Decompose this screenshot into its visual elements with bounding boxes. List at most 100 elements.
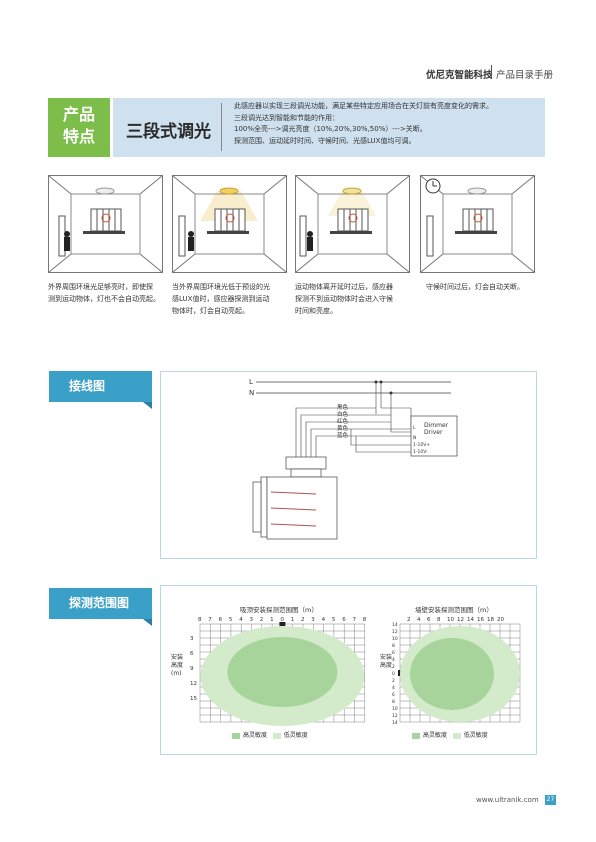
x-tick-label: 2 xyxy=(301,617,305,623)
line-L-label: L xyxy=(249,378,253,386)
catalog-title: 产品目录手册 xyxy=(496,70,554,81)
scene-3-caption: 运动物体离开延时过后，感应器 探测不到运动物体时会进入守候 时间和亮度。 xyxy=(295,281,393,317)
ceiling-light-icon xyxy=(467,187,487,195)
tab-fold xyxy=(143,402,152,409)
scene-2-illustration xyxy=(172,175,287,273)
x-tick-label: 3 xyxy=(250,617,254,623)
wire-label: 红色 xyxy=(337,417,349,425)
x-tick-label: 4 xyxy=(417,617,421,623)
x-tick-label: 3 xyxy=(311,617,315,623)
x-tick-label: 0 xyxy=(280,617,284,623)
caption-line: 感LUX值时，感应器探测到运动 xyxy=(172,295,270,303)
ylabel: (m) xyxy=(171,670,182,677)
y-tick-label: 6 xyxy=(190,651,194,657)
scene-2-caption: 当外界周围环境光低于预设的光 感LUX值时，感应器探测到运动 物体时，灯会自动亮… xyxy=(172,281,270,317)
caption-line: 运动物体离开延时过后，感应器 xyxy=(295,283,393,291)
legend-ceiling: 高灵敏度 低灵敏度 xyxy=(232,730,308,739)
feature-desc-line: 100%全亮--->调光亮度（10%,20%,30%,50%）--->关断。 xyxy=(234,125,427,133)
line-N-label: N xyxy=(249,389,254,397)
feature-title: 三段式调光 xyxy=(126,122,211,142)
y-tick-label: 10 xyxy=(392,706,398,712)
y-tick-label: 3 xyxy=(190,636,194,642)
wire-label: 黑色 xyxy=(337,403,349,411)
legend-label-low: 低灵敏度 xyxy=(463,732,488,739)
x-tick-label: 20 xyxy=(497,617,504,623)
y-tick-label: 12 xyxy=(190,681,197,687)
x-tick-label: 10 xyxy=(447,617,454,623)
brand-name: 优尼克智能科技 xyxy=(426,70,493,81)
wire-label: 白色 xyxy=(337,410,349,418)
y-tick-label: 8 xyxy=(392,643,395,649)
dimmer-driver-box xyxy=(410,415,458,457)
legend-swatch-low xyxy=(272,732,281,739)
x-tick-label: 4 xyxy=(322,617,326,623)
y-tick-label: 9 xyxy=(190,666,194,672)
y-tick-label: 8 xyxy=(392,699,395,705)
x-tick-label: 5 xyxy=(229,617,233,623)
wire-label: 蓝色 xyxy=(337,431,349,439)
driver-pin: 1-10V+ xyxy=(413,442,430,448)
driver-title: Dimmer xyxy=(424,422,449,429)
x-tick-label: 8 xyxy=(198,617,202,623)
sensor-body xyxy=(260,476,268,538)
wiring-diagram: L N Dimmer Driver L N 1-10V+ 1-10V- 黑色 白… xyxy=(249,378,458,540)
caption-line: 探测不到运动物体时会进入守候 xyxy=(295,295,393,303)
x-tick-label: 5 xyxy=(332,617,336,623)
ceiling-light-icon xyxy=(219,187,239,195)
scene-1-caption: 外界周围环境光足够亮时，即使探 测到运动物体，灯也不会自动亮起。 xyxy=(48,281,160,305)
sensor-nut xyxy=(285,456,327,470)
wiring-diagram-panel: L N Dimmer Driver L N 1-10V+ 1-10V- 黑色 白… xyxy=(160,371,537,559)
tab-fold xyxy=(143,619,152,626)
legend-swatch-low xyxy=(452,732,461,739)
scene-4-caption: 守候时间过后，灯会自动关断。 xyxy=(426,281,524,293)
y-tick-label: 14 xyxy=(392,720,398,726)
ylabel: 安装 xyxy=(380,653,392,661)
y-tick-label: 6 xyxy=(392,650,395,656)
x-tick-label: 7 xyxy=(208,617,212,623)
y-tick-label: 0 xyxy=(392,671,395,677)
feature-badge: 产品 特点 xyxy=(48,98,110,157)
wiring-section-tab: 接线图 xyxy=(49,371,152,402)
x-tick-label: 1 xyxy=(291,617,295,623)
y-tick-label: 4 xyxy=(392,685,395,691)
y-tick-label: 4 xyxy=(392,657,395,663)
x-tick-label: 16 xyxy=(477,617,484,623)
sensor-marker xyxy=(398,670,402,676)
x-tick-label: 8 xyxy=(437,617,441,623)
driver-pin: N xyxy=(413,435,416,441)
website-url: www.ultranik.com xyxy=(476,796,539,804)
legend-label-low: 低灵敏度 xyxy=(283,732,308,739)
y-tick-label: 15 xyxy=(190,696,197,702)
wire-label: 黄色 xyxy=(337,424,349,432)
caption-line: 时间和亮度。 xyxy=(295,307,337,315)
caption-line: 外界周围环境光足够亮时，即使探 xyxy=(48,283,153,291)
legend-wall: 高灵敏度 低灵敏度 xyxy=(412,730,488,739)
y-tick-label: 10 xyxy=(392,636,398,642)
detection-section-tab: 探测范围图 xyxy=(49,588,152,619)
high-sensitivity-zone xyxy=(410,638,494,710)
x-tick-label: 6 xyxy=(427,617,431,623)
ceiling-chart-title: 吸顶安装探测范围图（m） xyxy=(240,606,318,614)
driver-pin: 1-10V- xyxy=(413,449,428,455)
driver-title: Driver xyxy=(424,429,443,436)
caption-line: 当外界周围环境光低于预设的光 xyxy=(172,283,270,291)
scene-4-illustration xyxy=(420,175,535,273)
sensor-marker xyxy=(279,622,286,626)
scene-1-illustration xyxy=(48,175,163,273)
feature-panel xyxy=(113,98,545,157)
x-tick-label: 8 xyxy=(363,617,367,623)
x-tick-label: 4 xyxy=(239,617,243,623)
ylabel: 高度 xyxy=(171,661,183,669)
x-tick-label: 1 xyxy=(270,617,274,623)
y-tick-label: 12 xyxy=(392,713,398,719)
legend-label-high: 高灵敏度 xyxy=(423,732,448,739)
scene-3-illustration xyxy=(295,175,410,273)
feature-desc-line: 探测范围、运动延时时间、守候时间、光感LUX值均可调。 xyxy=(234,136,416,145)
x-tick-label: 7 xyxy=(353,617,357,623)
feature-desc-line: 三段调光达到智能和节能的作用： xyxy=(234,113,339,122)
legend-swatch-high xyxy=(232,732,240,739)
legend-label-high: 高灵敏度 xyxy=(243,732,268,739)
y-tick-label: 14 xyxy=(392,622,398,628)
feature-divider xyxy=(221,103,222,151)
